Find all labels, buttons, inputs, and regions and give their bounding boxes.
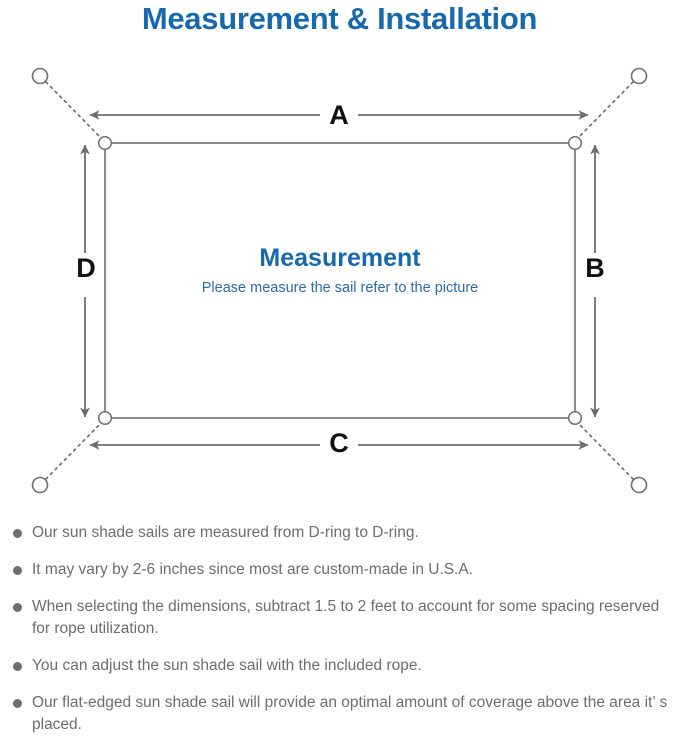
list-item: Our flat-edged sun shade sail will provi… <box>0 692 679 736</box>
sail-measurement-diagram: Measurement Please measure the sail refe… <box>0 45 679 510</box>
rope-line-bottom-left <box>45 422 102 480</box>
note-text: When selecting the dimensions, subtract … <box>32 598 660 637</box>
note-text: Our sun shade sails are measured from D-… <box>32 524 419 541</box>
note-text: You can adjust the sun shade sail with t… <box>32 657 422 674</box>
rope-line-top-right <box>577 81 634 139</box>
anchor-point-top-left <box>31 67 49 85</box>
dimension-label-c: C <box>320 428 358 458</box>
dimension-label-a: A <box>320 100 358 130</box>
bullet-icon <box>13 566 22 575</box>
anchor-point-bottom-right <box>630 476 648 494</box>
d-ring-top-left <box>97 135 113 151</box>
rope-line-top-left <box>45 81 102 139</box>
sail-diagram-svg <box>31 67 648 494</box>
dimension-label-d: D <box>68 253 104 283</box>
page-title: Measurement & Installation <box>141 1 538 36</box>
sail-rectangle <box>104 142 576 419</box>
bullet-icon <box>13 662 22 671</box>
notes-list: Our sun shade sails are measured from D-… <box>0 522 679 751</box>
rope-line-bottom-right <box>577 422 634 480</box>
list-item: Our sun shade sails are measured from D-… <box>0 522 679 544</box>
note-text: It may vary by 2-6 inches since most are… <box>32 561 474 578</box>
list-item: You can adjust the sun shade sail with t… <box>0 655 679 677</box>
bullet-icon <box>13 529 22 538</box>
d-ring-top-right <box>567 135 583 151</box>
d-ring-bottom-left <box>97 410 113 426</box>
dimension-label-b: B <box>578 253 612 283</box>
note-text: Our flat-edged sun shade sail will provi… <box>32 694 668 733</box>
anchor-point-top-right <box>630 67 648 85</box>
anchor-point-bottom-left <box>31 476 49 494</box>
list-item: When selecting the dimensions, subtract … <box>0 596 679 640</box>
bullet-icon <box>13 603 22 612</box>
bullet-icon <box>13 699 22 708</box>
list-item: It may vary by 2-6 inches since most are… <box>0 559 679 581</box>
d-ring-bottom-right <box>567 410 583 426</box>
